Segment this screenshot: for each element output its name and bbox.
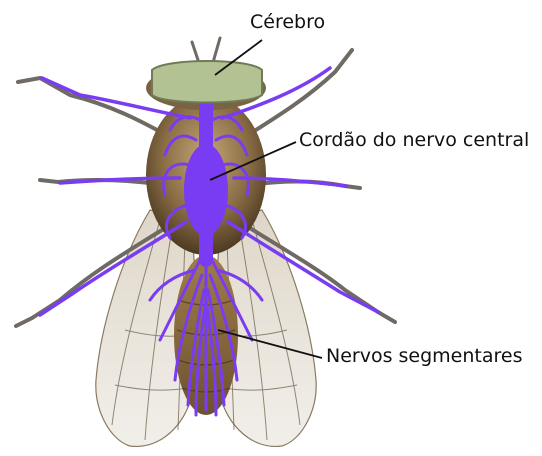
label-segmental-nerves: Nervos segmentares [326, 345, 523, 367]
label-brain: Cérebro [250, 11, 325, 33]
thoracic-ganglion [184, 144, 228, 236]
brain-shape [152, 61, 262, 103]
label-central-cord: Cordão do nervo central [299, 129, 529, 151]
